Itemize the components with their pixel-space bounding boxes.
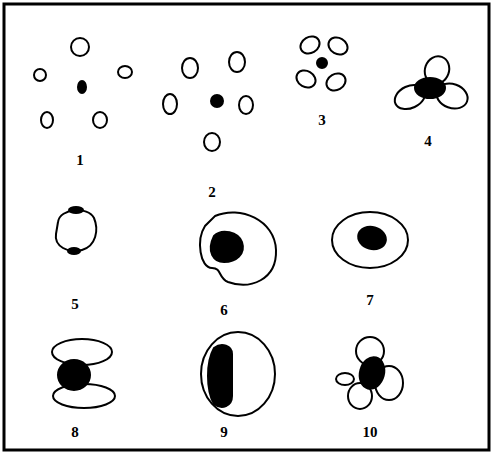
figure-4 xyxy=(391,53,471,114)
callout-number: 3 xyxy=(318,113,326,128)
callout-number: 1 xyxy=(76,153,84,168)
figure-2 xyxy=(163,52,253,151)
callout-number: 6 xyxy=(220,303,228,318)
figure-9 xyxy=(201,332,275,416)
callout-number: 7 xyxy=(366,293,374,308)
figure-1 xyxy=(34,38,132,128)
callout-number: 8 xyxy=(71,425,79,440)
callout-number: 10 xyxy=(363,425,378,440)
callout-number: 2 xyxy=(208,185,216,200)
callout-number: 9 xyxy=(220,425,228,440)
figure-7 xyxy=(332,212,408,268)
figure-5 xyxy=(56,207,96,254)
callout-number: 5 xyxy=(71,297,79,312)
figure-8 xyxy=(52,339,115,408)
callout-number: 4 xyxy=(424,134,432,149)
figure-3 xyxy=(293,33,350,94)
figure-6 xyxy=(200,212,276,284)
frame xyxy=(4,4,489,450)
figure-10 xyxy=(336,337,403,409)
